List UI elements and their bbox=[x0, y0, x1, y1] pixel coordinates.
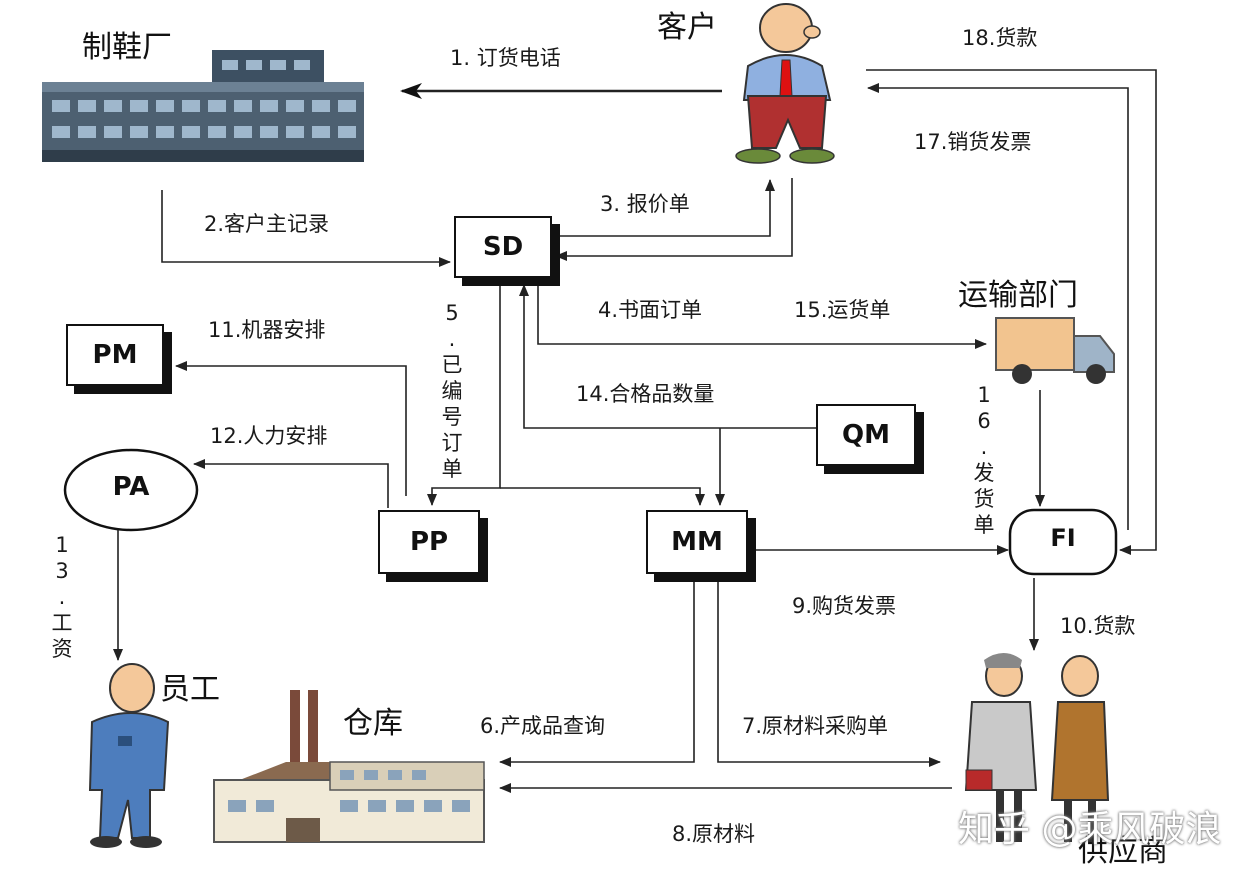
arrow-5b bbox=[500, 487, 705, 506]
flow-label-18: 18.货款 bbox=[962, 26, 1038, 50]
arrow-4 bbox=[555, 178, 793, 261]
fi-module-label: FI bbox=[1050, 524, 1076, 552]
arrow-18 bbox=[866, 69, 1157, 555]
arrow-14 bbox=[519, 284, 816, 429]
flow-label-8: 8.原材料 bbox=[672, 822, 756, 846]
transport-dept-label: 运输部门 bbox=[958, 278, 1078, 313]
pp-module-box: PP bbox=[378, 510, 480, 574]
qm-module-box: QM bbox=[816, 404, 916, 466]
employee-illustration bbox=[88, 663, 170, 848]
factory-label: 制鞋厂 bbox=[82, 30, 172, 65]
flow-label-12: 12.人力安排 bbox=[210, 424, 328, 448]
flow-label-6: 6.产成品查询 bbox=[480, 714, 606, 738]
employee-label: 员工 bbox=[160, 672, 220, 707]
fi-shape bbox=[1008, 508, 1118, 576]
arrow-6 bbox=[499, 578, 695, 767]
flow-label-15: 15.运货单 bbox=[794, 298, 891, 322]
supplier-label: 供应商 bbox=[1078, 834, 1168, 869]
truck-illustration bbox=[995, 317, 1115, 384]
arrow-5 bbox=[427, 282, 501, 506]
flow-label-9: 9.购货发票 bbox=[792, 594, 897, 618]
flow-label-2: 2.客户主记录 bbox=[204, 212, 330, 236]
qm-module-label: QM bbox=[842, 420, 890, 450]
sd-module-box: SD bbox=[454, 216, 552, 278]
arrow-2 bbox=[161, 190, 451, 267]
customer-label: 客户 bbox=[657, 10, 717, 45]
flow-label-3: 3. 报价单 bbox=[600, 192, 690, 216]
pa-module-label: PA bbox=[112, 472, 150, 502]
pm-module-box: PM bbox=[66, 324, 164, 386]
sd-module-label: SD bbox=[482, 232, 524, 262]
supplier-people-illustration bbox=[964, 653, 1110, 842]
flow-label-4: 4.书面订单 bbox=[598, 298, 703, 322]
flow-label-5: 5.已编号订单 bbox=[441, 301, 463, 481]
arrow-7 bbox=[717, 578, 941, 767]
flow-label-7: 7.原材料采购单 bbox=[742, 714, 889, 738]
flow-label-10: 10.货款 bbox=[1060, 614, 1136, 638]
arrow-15 bbox=[537, 284, 987, 349]
mm-module-box: MM bbox=[646, 510, 748, 574]
flow-label-1: 1. 订货电话 bbox=[450, 46, 561, 70]
warehouse-illustration bbox=[213, 690, 485, 843]
flow-label-14: 14.合格品数量 bbox=[576, 382, 715, 406]
mm-module-label: MM bbox=[671, 527, 723, 557]
warehouse-label: 仓库 bbox=[343, 706, 403, 741]
arrow-17 bbox=[867, 83, 1129, 530]
customer-person-illustration bbox=[735, 3, 835, 164]
pm-module-label: PM bbox=[92, 340, 138, 370]
watermark-text: 知乎 @乘风破浪 bbox=[958, 809, 1222, 850]
pa-ellipse bbox=[63, 448, 199, 532]
arrow-11 bbox=[175, 361, 407, 496]
factory-building-illustration bbox=[42, 50, 364, 162]
flow-label-17: 17.销货发票 bbox=[914, 130, 1032, 154]
arrow-3 bbox=[552, 179, 775, 237]
flow-label-11: 11.机器安排 bbox=[208, 318, 326, 342]
arrow-12 bbox=[193, 459, 389, 508]
pp-module-label: PP bbox=[409, 527, 449, 557]
